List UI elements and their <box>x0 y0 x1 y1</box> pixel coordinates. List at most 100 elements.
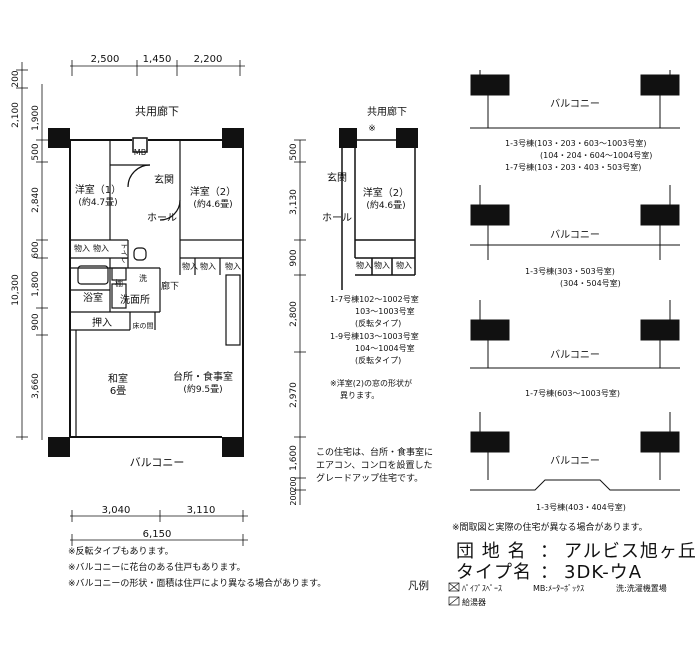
footer-note-2: ※バルコニーに花台のある住戸もあります。 <box>68 563 246 573</box>
window-note-2: 異ります。 <box>340 391 379 400</box>
variant-note-4: 1-9号棟103〜1003号室 <box>330 331 419 341</box>
variant-storage-2: 物入 <box>374 260 390 270</box>
shelf-label: 棚 <box>115 278 123 288</box>
legend-icons <box>448 582 460 606</box>
upgrade-note-3: グレードアップ住宅です。 <box>316 472 423 484</box>
variant-note-3: (反転タイプ) <box>355 318 401 328</box>
type-colon: ： <box>540 562 559 583</box>
storage-label-4: 物入 <box>200 261 216 271</box>
variant-western2-size: (約4.6畳) <box>366 199 405 211</box>
entrance-label: 玄関 <box>154 173 174 186</box>
upgrade-note-2: エアコン、コンロを設置した <box>316 459 432 471</box>
balcony-variant-3-caption-1: 1-7号棟(603〜1003号室) <box>525 388 620 398</box>
hall-label: ホール <box>147 212 177 224</box>
variant-storage-3: 物入 <box>396 260 412 270</box>
dim-top-3: 2,200 <box>194 54 223 65</box>
footer-note-1: ※反転タイプもあります。 <box>68 547 174 557</box>
dim-mid-6: 1,600 <box>289 445 299 471</box>
washroom-label: 洗面所 <box>120 294 150 306</box>
balcony-variant-2-label: バルコニー <box>550 229 600 241</box>
variant-note-6: (反転タイプ) <box>355 355 401 365</box>
dim-left-outer-2: 2,100 <box>11 102 21 128</box>
variant-note-1: 1-7号棟102〜1002号室 <box>330 294 419 304</box>
dim-bottom-1: 3,040 <box>102 505 131 516</box>
balcony-variant-4-caption-1: 1-3号棟(403・404号室) <box>536 502 626 512</box>
variant-note-2: 103〜1003号室 <box>355 306 415 316</box>
mb-label: MB <box>134 148 146 157</box>
variant-plan <box>339 128 418 290</box>
storage-label-3: 物入 <box>182 261 198 271</box>
legend-water-heater: 給湯器 <box>462 598 486 607</box>
dim-top-1: 2,500 <box>91 54 120 65</box>
estate-colon: ： <box>540 541 559 562</box>
storage-label-2: 物入 <box>93 243 109 253</box>
disclaimer: ※間取図と実際の住宅が異なる場合があります。 <box>452 523 648 533</box>
dim-left-inner-6: 900 <box>31 313 41 330</box>
dim-mid-1: 500 <box>289 143 299 160</box>
balcony-variant-2-caption-1: 1-3号棟(303・503号室) <box>525 266 615 276</box>
western1-label: 洋室（1） <box>75 183 121 196</box>
western2-size: (約4.6畳) <box>193 198 232 210</box>
western2-label: 洋室（2） <box>190 185 236 198</box>
dim-left-outer-1: 200 <box>11 70 21 87</box>
balcony-diagrams <box>470 70 680 491</box>
kitchen-size: (約9.5畳) <box>183 383 222 395</box>
dim-mid-8: 200 <box>289 490 298 505</box>
dim-mid-3: 900 <box>289 249 299 266</box>
dim-left-inner-2: 500 <box>31 143 41 160</box>
legend-title: 凡例 <box>408 580 429 592</box>
variant-hall-label: ホール <box>322 212 352 224</box>
dim-top-2: 1,450 <box>143 54 172 65</box>
legend-meter-box: MB:ﾒｰﾀｰﾎﾞｯｸｽ <box>533 584 585 593</box>
footer-note-3: ※バルコニーの形状・面積は住戸により異なる場合があります。 <box>68 579 327 589</box>
balcony-variant-1-caption-2: (104・204・604〜1004号室) <box>540 150 652 160</box>
dimension-lines <box>16 60 306 546</box>
type-label: タイプ名 <box>456 562 532 583</box>
washer-mark: 洗 <box>139 273 147 283</box>
variant-note-5: 104〜1004号室 <box>355 343 415 353</box>
dim-left-inner-5: 1,800 <box>31 271 41 297</box>
oshiire-label: 押入 <box>92 316 112 329</box>
dim-left-inner-3: 2,840 <box>31 187 41 213</box>
balcony-variant-4-label: バルコニー <box>550 455 600 467</box>
dim-left-inner-7: 3,660 <box>31 373 41 399</box>
balcony-variant-3-label: バルコニー <box>550 349 600 361</box>
dim-left-inner-4: 600 <box>31 241 41 258</box>
window-note-1: ※洋室(2)の窓の形状が <box>330 378 412 388</box>
variant-corridor-label: 共用廊下 <box>367 105 407 118</box>
hallway-label: 廊下 <box>161 280 179 292</box>
legend-washer: 洗:洗濯機置場 <box>616 584 667 593</box>
balcony-variant-2-caption-2: (304・504号室) <box>560 278 621 288</box>
storage-label-1: 物入 <box>74 243 90 253</box>
variant-storage-1: 物入 <box>356 260 372 270</box>
upgrade-note-1: この住宅は、台所・食事室に <box>316 446 433 458</box>
balcony-variant-1-caption-1: 1-3号棟(103・203・603〜1003号室) <box>505 138 646 148</box>
dim-mid-7: 200 <box>289 476 298 491</box>
balcony-label: バルコニー <box>130 456 185 469</box>
dim-total-width: 6,150 <box>143 529 172 540</box>
dim-left-outer-3: 10,300 <box>11 274 21 306</box>
variant-western2-label: 洋室（2） <box>363 186 409 199</box>
dim-mid-5: 2,970 <box>289 382 299 408</box>
bath-label: 浴室 <box>83 291 103 304</box>
kitchen-label: 台所・食事室 <box>173 370 233 383</box>
toilet-label: トイレ <box>120 243 128 264</box>
japanese-room-size: 6畳 <box>110 385 126 397</box>
variant-entrance-label: 玄関 <box>327 171 347 184</box>
tokonoma-label: 床の間 <box>133 321 154 330</box>
dim-mid-4: 2,800 <box>289 301 299 327</box>
balcony-variant-1-caption-3: 1-7号棟(103・203・403・503号室) <box>505 162 641 172</box>
western1-size: (約4.7畳) <box>78 196 117 208</box>
dim-mid-2: 3,130 <box>289 189 299 215</box>
type-name: 3DK-ウA <box>564 562 643 583</box>
legend-pipe-space: ﾊﾟｲﾌﾟｽﾍﾟｰｽ <box>462 584 502 593</box>
storage-label-5: 物入 <box>225 261 241 271</box>
estate-label: 団 地 名 <box>456 541 527 562</box>
corridor-label: 共用廊下 <box>135 104 179 118</box>
dim-bottom-2: 3,110 <box>187 505 216 516</box>
japanese-room-label: 和室 <box>108 372 128 385</box>
variant-note-mark: ※ <box>368 124 376 134</box>
estate-name: アルビス旭ヶ丘 <box>564 541 697 562</box>
dim-left-inner-1: 1,900 <box>31 105 41 131</box>
